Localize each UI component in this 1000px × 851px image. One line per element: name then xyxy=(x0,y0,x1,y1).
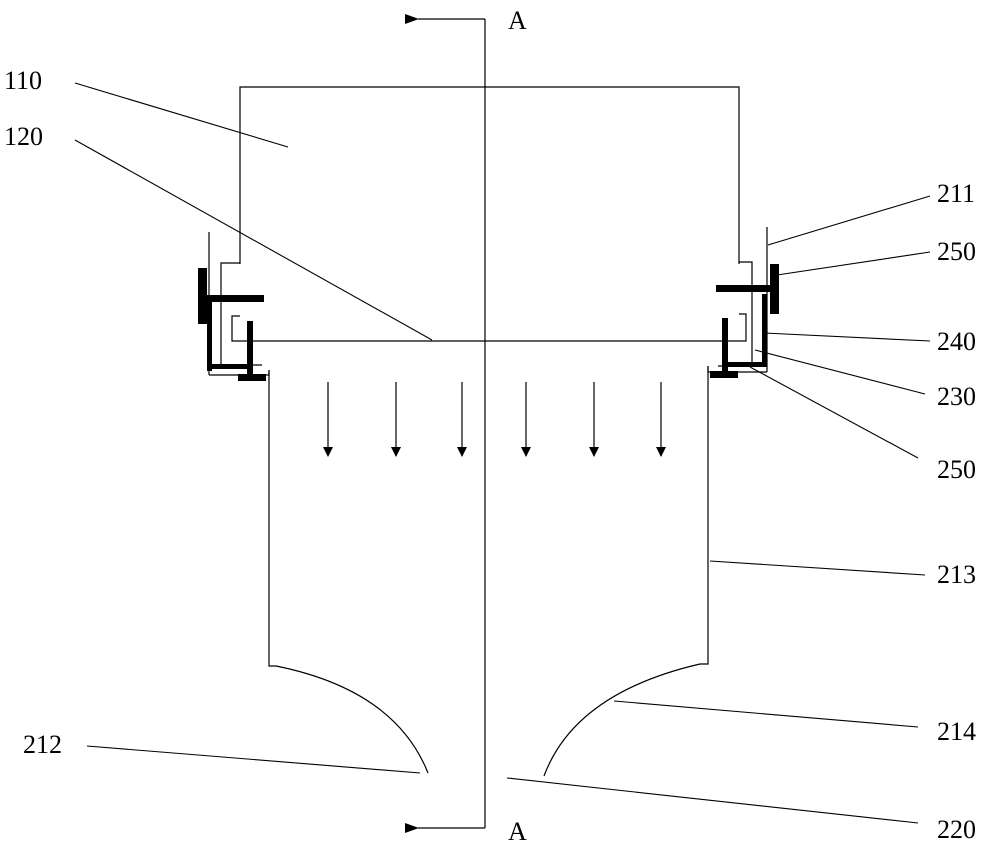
label-212: 212 xyxy=(23,730,62,759)
left-clamp-assembly xyxy=(198,232,270,381)
leader-lines xyxy=(74,82,931,824)
label-230: 230 xyxy=(937,382,976,411)
right-clamp-assembly xyxy=(707,227,779,378)
label-250-upper: 250 xyxy=(937,237,976,266)
upper-housing-110 xyxy=(239,86,740,264)
flow-arrows xyxy=(323,382,666,457)
label-213: 213 xyxy=(937,560,976,589)
label-110: 110 xyxy=(4,66,42,95)
label-211: 211 xyxy=(937,179,975,208)
label-220: 220 xyxy=(937,815,976,844)
section-mark-top: A xyxy=(508,6,527,35)
label-214: 214 xyxy=(937,717,976,746)
label-120: 120 xyxy=(4,122,43,151)
section-line-a-a xyxy=(405,14,486,833)
labels: A A 110 120 211 250 240 230 250 213 214 … xyxy=(4,6,976,846)
label-250-lower: 250 xyxy=(937,455,976,484)
lower-body-213 xyxy=(268,366,709,777)
label-240: 240 xyxy=(937,327,976,356)
section-mark-bottom: A xyxy=(508,817,527,846)
